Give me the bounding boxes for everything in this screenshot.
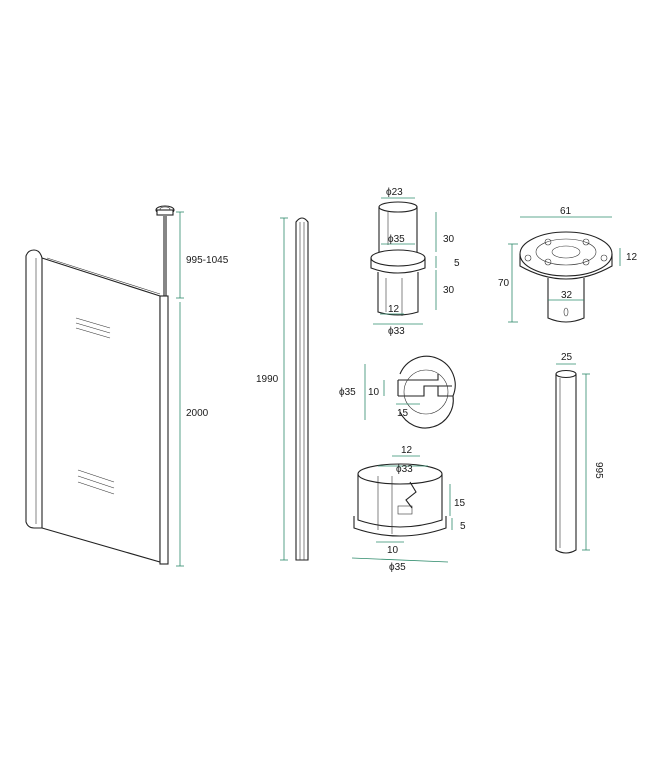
flange-stem-dia: 32 — [561, 290, 573, 301]
connector-upper-h: 30 — [443, 234, 455, 245]
base-cap-view: 12 ϕ33 15 5 10 ϕ35 — [351, 445, 466, 573]
connector-inner-dia: ϕ35 — [388, 234, 405, 245]
flange-thickness: 12 — [626, 252, 638, 263]
connector-bottom-dia: ϕ33 — [388, 326, 405, 337]
connector-slot-w: 12 — [388, 304, 400, 315]
connector-lower-h: 30 — [443, 285, 455, 296]
flange-height: 70 — [498, 278, 510, 289]
section-view: ϕ35 10 15 — [339, 355, 456, 429]
rod-dia: 25 — [561, 352, 573, 363]
connector-top-dia: ϕ23 — [386, 187, 403, 198]
base-top-dia: ϕ33 — [396, 464, 413, 475]
connector-view: ϕ23 ϕ35 30 5 30 12 ϕ33 — [370, 187, 460, 337]
rod-length: 995 — [593, 462, 604, 479]
panel-height-label: 2000 — [186, 408, 209, 419]
base-height: 15 — [454, 498, 466, 509]
base-slot: 12 — [401, 445, 413, 456]
base-notch: 10 — [387, 545, 399, 556]
profile-height-label: 1990 — [256, 374, 279, 385]
flange-width: 61 — [560, 206, 572, 217]
connector-collar-h: 5 — [454, 258, 460, 269]
glass-panel-view: 995-1045 2000 — [25, 205, 229, 567]
section-gap: 10 — [368, 387, 380, 398]
base-dia: ϕ35 — [389, 562, 406, 573]
base-rim: 5 — [460, 521, 466, 532]
profile-view: 1990 — [256, 217, 309, 561]
glass-marks-top — [75, 317, 111, 339]
glass-marks-bottom — [77, 469, 115, 495]
flange-view: 61 12 70 32 — [498, 206, 638, 323]
rod-view: 25 995 — [555, 352, 604, 554]
section-depth: 15 — [397, 408, 409, 419]
adjust-range-label: 995-1045 — [186, 255, 229, 266]
section-dia: ϕ35 — [339, 387, 356, 398]
